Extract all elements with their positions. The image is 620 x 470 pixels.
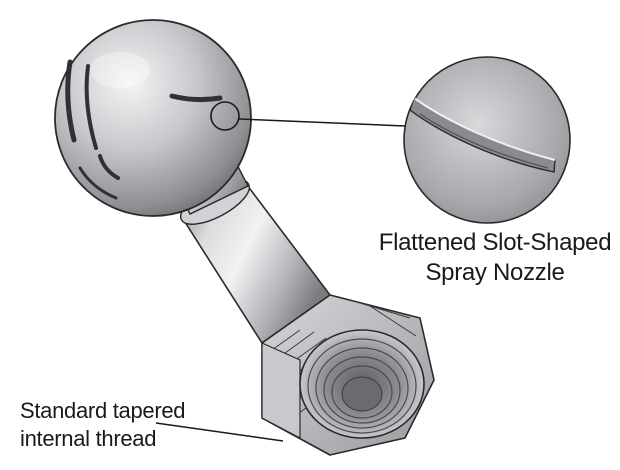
spray-slot [169, 93, 223, 103]
thread-callout-line1: Standard tapered [20, 398, 186, 423]
spray-ball [54, 19, 252, 217]
spray-slot [65, 59, 77, 143]
nozzle-callout-label: Flattened Slot-Shaped Spray Nozzle [370, 228, 620, 288]
nozzle-callout-line1: Flattened Slot-Shaped [378, 229, 612, 256]
thread-callout-label: Standard tapered internal thread [20, 397, 186, 453]
detail-marker-circle [210, 101, 240, 131]
thread-leader-line [155, 422, 284, 442]
slot-zoom-detail [403, 56, 571, 224]
nozzle-callout-line2: Spray Nozzle [425, 259, 565, 286]
internal-thread [299, 329, 425, 439]
nozzle-leader-line [238, 118, 406, 127]
spray-slot [98, 154, 120, 180]
thread-callout-line2: internal thread [20, 426, 157, 451]
spray-slot [84, 64, 98, 150]
spray-slot [78, 166, 118, 200]
